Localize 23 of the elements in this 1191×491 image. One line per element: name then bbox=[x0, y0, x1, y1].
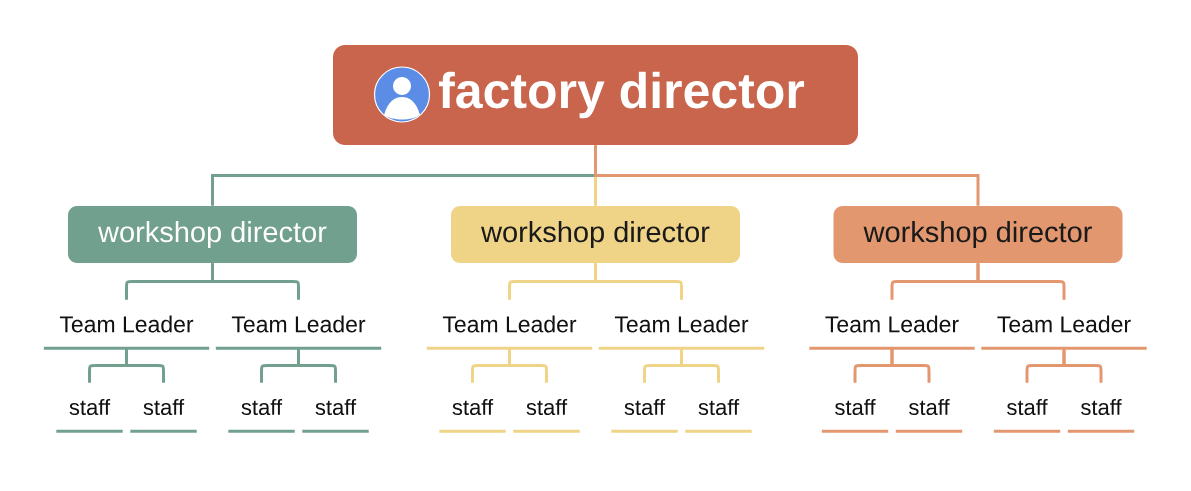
role-label: Team Leader bbox=[426, 315, 593, 350]
role-label: staff bbox=[56, 398, 123, 433]
role-box: workshop director bbox=[68, 206, 357, 263]
role-label: staff bbox=[228, 398, 295, 433]
role-box: factory director bbox=[333, 45, 858, 145]
role-label: staff bbox=[1067, 398, 1135, 433]
role-label: Team Leader bbox=[981, 315, 1147, 350]
role-label: staff bbox=[302, 398, 369, 433]
role-box: workshop director bbox=[833, 206, 1123, 263]
role-label: Team Leader bbox=[215, 315, 382, 350]
role-box: workshop director bbox=[451, 206, 740, 263]
role-label: staff bbox=[993, 398, 1061, 433]
role-label: Team Leader bbox=[809, 315, 975, 350]
role-label: Team Leader bbox=[43, 315, 210, 350]
role-label: staff bbox=[513, 398, 580, 433]
role-label: staff bbox=[895, 398, 963, 433]
role-label: staff bbox=[439, 398, 506, 433]
connector-line bbox=[594, 145, 980, 206]
role-label: staff bbox=[821, 398, 889, 433]
role-label: staff bbox=[130, 398, 197, 433]
role-label: staff bbox=[611, 398, 678, 433]
role-label: staff bbox=[685, 398, 752, 433]
role-label: Team Leader bbox=[598, 315, 765, 350]
